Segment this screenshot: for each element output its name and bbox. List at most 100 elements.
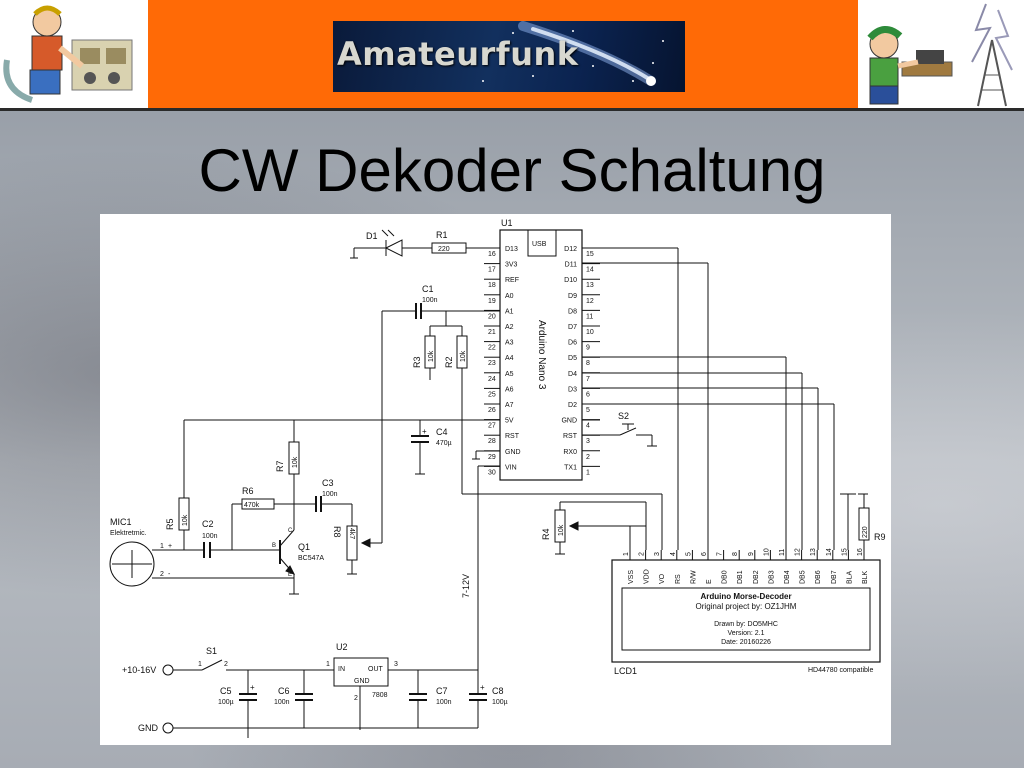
lightning-antenna-clipart: [958, 0, 1024, 108]
arduino-right-pin-num: 11: [586, 313, 593, 320]
s1-ref: S1: [206, 646, 217, 656]
c8-value: 100µ: [492, 699, 508, 706]
r9-value: 220: [862, 526, 869, 538]
lcd-pin-name: DB2: [753, 570, 760, 584]
c7-value: 100n: [436, 699, 452, 706]
lcd-pin-num: 1: [623, 552, 630, 556]
arduino-left-pin-num: 22: [488, 345, 496, 352]
arduino-right-pin-name: D11: [565, 262, 577, 269]
c1-ref: C1: [422, 284, 434, 294]
arduino-gnd-rst: [472, 450, 500, 460]
arduino-left-pin-name: VIN: [505, 464, 517, 471]
r6-ref: R6: [242, 486, 254, 496]
arduino-right-pin-num: 10: [586, 329, 594, 336]
u2-in: IN: [338, 666, 345, 673]
u2-gnd: GND: [354, 678, 370, 685]
arduino-left-pin-num: 27: [488, 423, 496, 430]
lcd-pin-num: 5: [685, 552, 692, 556]
arduino-right-pin-name: TX1: [564, 464, 577, 471]
lcd-pin-name: BLK: [862, 570, 869, 584]
arduino-left-pin-name: GND: [505, 449, 521, 456]
c6-value: 100n: [274, 699, 290, 706]
lcd-pin-name: BLA: [846, 570, 853, 584]
arduino-right-pin-num: 2: [586, 454, 590, 461]
r7-ref: R7: [275, 460, 285, 472]
arduino-right-pin-name: D3: [568, 386, 577, 393]
arduino-right-pin-name: D4: [568, 371, 577, 378]
lcd-pin-name: DB3: [768, 570, 775, 584]
arduino-right-pin-num: 5: [586, 407, 590, 414]
q1-ref: Q1: [298, 542, 310, 552]
capacitor-c3: C3 100n: [294, 478, 353, 526]
u2-part: 7808: [372, 692, 388, 699]
lcd-pin-name: R/W: [690, 570, 697, 584]
arduino-name: Arduino Nano 3: [536, 320, 547, 390]
lcd-screen-line4: Version: 2.1: [728, 630, 765, 637]
resistor-r2-r3: R3 10k R2 10k: [412, 311, 468, 494]
q1-c: C: [288, 528, 293, 534]
lcd-pin-num: 16: [857, 548, 864, 556]
resistor-r1: R1 220: [431, 230, 500, 254]
switch-s2: S2: [582, 411, 657, 447]
u1-ref: U1: [501, 218, 513, 228]
lcd-screen-title: Arduino Morse-Decoder: [700, 592, 791, 601]
lcd-pin-name: VSS: [628, 570, 635, 584]
mic1-pin2: 2: [160, 571, 164, 578]
lcd-pin-name: RS: [675, 574, 682, 584]
r1-ref: R1: [436, 230, 448, 240]
c3-ref: C3: [322, 478, 334, 488]
lcd-pin-name: VO: [659, 573, 666, 584]
lcd-pin-num: 10: [763, 548, 770, 556]
arduino-left-pin-num: 28: [488, 438, 496, 445]
r3-ref: R3: [412, 356, 422, 368]
arduino-left-pin-num: 21: [488, 329, 496, 336]
r9-ref: R9: [874, 532, 886, 542]
lcd-pin-num: 14: [826, 548, 833, 556]
lcd-pin-name: DB6: [815, 570, 822, 584]
lcd-screen-line2: Original project by: OZ1JHM: [696, 602, 797, 611]
capacitor-c1: C1 100n: [381, 284, 500, 502]
lcd-pin-num: 3: [654, 552, 661, 556]
s1-pin2: 2: [224, 661, 228, 668]
gnd-label: GND: [138, 723, 159, 733]
arduino-left-pin-name: D13: [505, 246, 518, 253]
banner-text: Amateurfunk: [337, 35, 579, 73]
mic1-plus: +: [168, 543, 172, 550]
arduino-right-pin-num: 15: [586, 251, 594, 258]
resistor-r5: R5 10k: [165, 420, 190, 550]
r5-ref: R5: [165, 518, 175, 530]
c5-ref: C5: [220, 686, 232, 696]
lcd-pin-num: 6: [701, 552, 708, 556]
lcd-pin-name: DB5: [800, 570, 807, 584]
u2-pin1: 1: [326, 661, 330, 668]
c5-plus: +: [250, 683, 255, 692]
lcd-pin-name: DB4: [784, 570, 791, 584]
microphone-mic1: MIC1 Elektretmic. 1 + 2 -: [109, 517, 294, 587]
lcd-pin-num: 9: [748, 552, 755, 556]
usb-port: [527, 229, 557, 257]
vin-label: +10-16V: [122, 665, 156, 675]
lcd-pin-num: 7: [717, 552, 724, 556]
arduino-right-pin-name: GND: [561, 418, 577, 425]
usb-label: USB: [532, 241, 547, 248]
arduino-left-pin-num: 29: [488, 454, 496, 461]
slide-title: CW Dekoder Schaltung: [198, 137, 826, 204]
c1-value: 100n: [422, 297, 438, 304]
lcd-pin-num: 8: [732, 552, 739, 556]
r4-value: 10k: [558, 524, 565, 536]
arduino-left-pin-num: 16: [488, 251, 496, 258]
arduino-nano: U1 USB Arduino Nano 3 16D13173V318REF19A…: [484, 218, 600, 481]
c3-value: 100n: [322, 491, 338, 498]
arduino-left-pin-num: 18: [488, 282, 496, 289]
r2-value: 10k: [460, 350, 467, 362]
d1-ref: D1: [366, 231, 378, 241]
diode-d1: D1: [350, 229, 432, 259]
lcd-screen-line3: Drawn by: DO5MHC: [714, 621, 778, 628]
r8-ref: R8: [332, 526, 342, 538]
supply-label: 7-12V: [461, 574, 471, 598]
s1-pin1: 1: [198, 661, 202, 668]
mic1-minus: -: [168, 571, 171, 578]
arduino-left-pin-num: 26: [488, 407, 496, 414]
mic1-ref: MIC1: [110, 517, 132, 527]
